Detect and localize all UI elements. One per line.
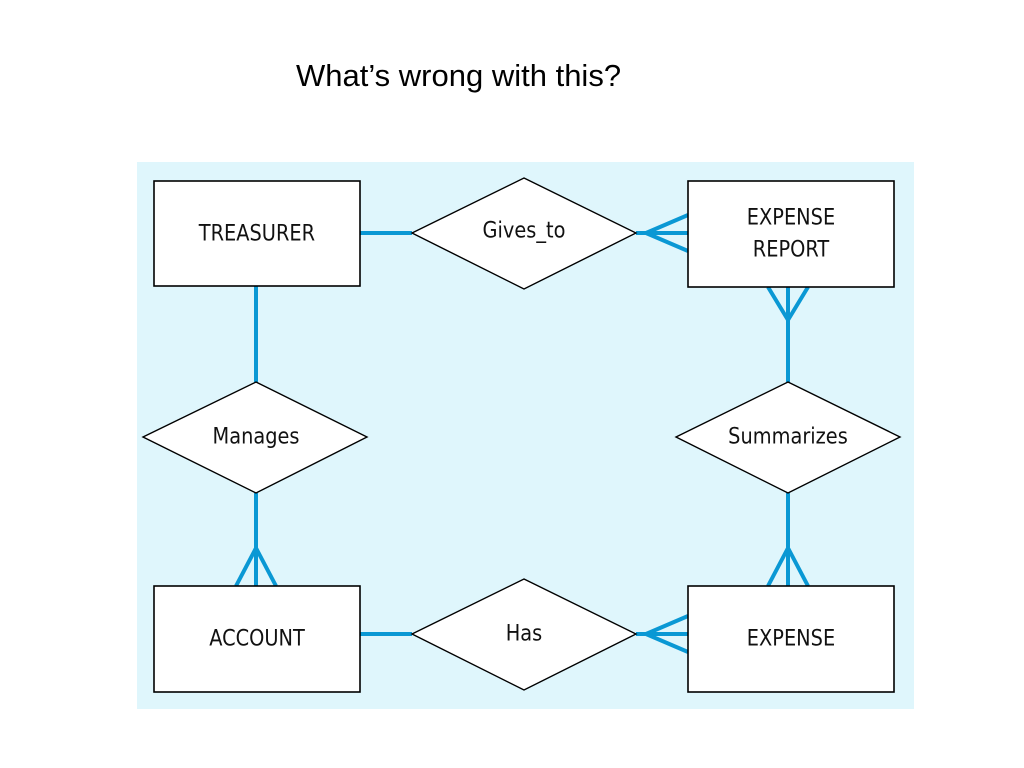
- entity-expense-report: EXPENSE REPORT: [687, 180, 895, 288]
- entity-expense-report-label-line1: EXPENSE: [747, 204, 835, 229]
- relationship-summarizes-label: Summarizes: [728, 423, 848, 448]
- slide-title: What’s wrong with this?: [296, 58, 622, 93]
- entity-treasurer-label: TREASURER: [198, 220, 315, 245]
- crows-foot-expense-summarizes: [766, 547, 810, 587]
- relationship-summarizes: Summarizes: [674, 381, 902, 494]
- relationship-gives-to-label: Gives_to: [483, 217, 566, 244]
- entity-expense-report-label-line2: REPORT: [753, 236, 830, 261]
- crows-foot-expense-has: [645, 614, 689, 654]
- entity-treasurer: TREASURER: [153, 180, 361, 287]
- entity-expense-label: EXPENSE: [747, 625, 835, 650]
- relationship-manages: Manages: [141, 381, 369, 494]
- entity-expense: EXPENSE: [687, 585, 895, 693]
- relationship-has-label: Has: [506, 620, 543, 645]
- relationship-manages-label: Manages: [213, 423, 300, 448]
- crows-foot-expense-report-gives-to: [645, 213, 689, 253]
- crows-foot-expense-report-summarizes: [766, 285, 810, 322]
- crows-foot-account-manages: [234, 547, 278, 587]
- entity-account-label: ACCOUNT: [209, 625, 305, 650]
- relationship-gives-to: Gives_to: [410, 177, 638, 290]
- entity-account: ACCOUNT: [153, 585, 361, 693]
- relationship-has: Has: [410, 578, 638, 691]
